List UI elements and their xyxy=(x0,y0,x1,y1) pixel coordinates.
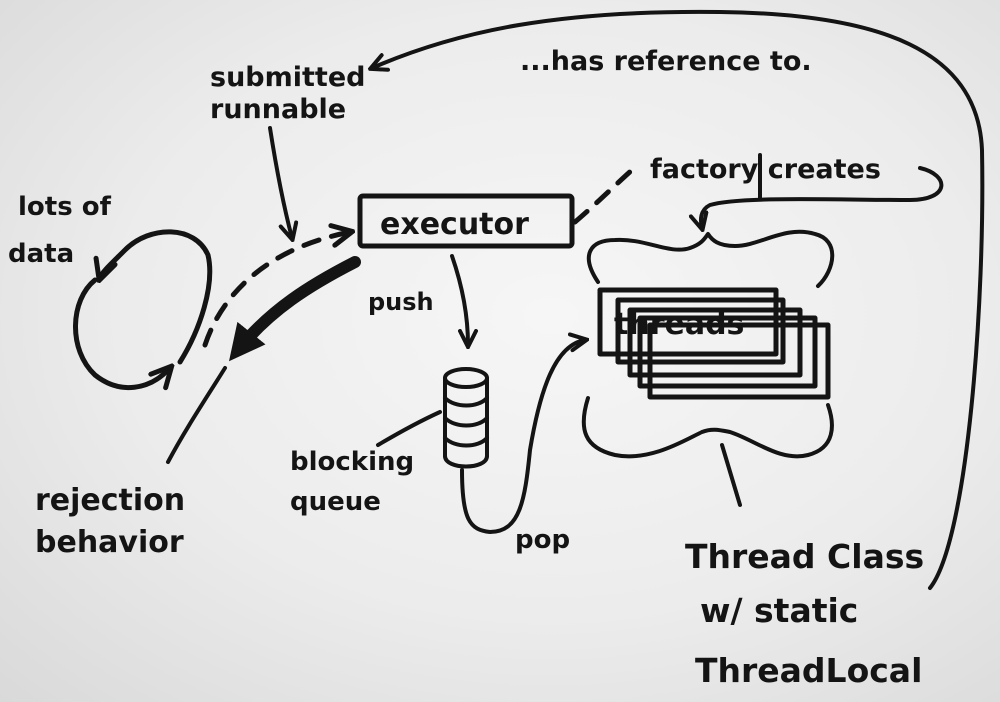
lots-of-data-loop xyxy=(100,229,213,365)
has-reference-arrow xyxy=(372,9,985,590)
executor-label: executor xyxy=(380,207,529,242)
pop-label: pop xyxy=(515,525,570,555)
push-arrow xyxy=(450,254,468,345)
blocking-queue-pointer xyxy=(376,410,442,447)
thread-class-pointer xyxy=(720,443,742,507)
factory-creates-label: factory creates xyxy=(650,154,881,185)
thread-class-line2: w/ static xyxy=(700,591,858,630)
lots-of-data-line2: data xyxy=(8,239,74,269)
submitted-runnable-line1: submitted xyxy=(210,62,365,93)
rejection-behavior-line1: rejection xyxy=(35,483,185,518)
blocking-queue-cylinder xyxy=(443,367,489,469)
pop-arrow xyxy=(460,340,585,534)
lots-of-data-loop-lower xyxy=(73,277,170,388)
blocking-label-line2: queue xyxy=(290,487,381,517)
factory-creates-arrow xyxy=(701,166,944,228)
thread-class-line1: Thread Class xyxy=(685,537,924,576)
executor-to-factory-dashed xyxy=(572,167,635,225)
submitted-runnable-line2: runnable xyxy=(210,94,346,125)
blocking-label-line1: blocking xyxy=(290,447,414,477)
has-reference-label: ...has reference to. xyxy=(520,46,812,77)
thread-class-line3: ThreadLocal xyxy=(695,651,922,690)
rejection-thick-arrow xyxy=(229,256,361,362)
threads-label: threads xyxy=(614,307,744,342)
thread-pool-outline xyxy=(586,229,835,288)
thread-stack xyxy=(597,287,831,400)
push-label: push xyxy=(368,288,434,316)
rejection-behavior-line2: behavior xyxy=(35,525,184,560)
dashed-arrow-to-executor xyxy=(202,232,350,348)
lots-of-data-line1: lots of xyxy=(18,192,112,222)
rejection-pointer-line xyxy=(166,366,227,464)
thread-pool-outline-bottom xyxy=(581,396,834,459)
executor-box xyxy=(357,193,575,249)
submitted-runnable-arrow xyxy=(268,126,292,238)
